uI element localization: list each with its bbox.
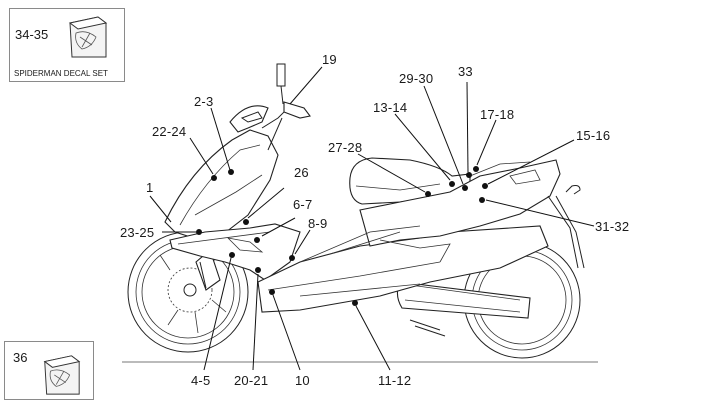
callout-2-3: 2-3 — [194, 94, 214, 109]
callout-11-12: 11-12 — [378, 373, 412, 388]
callout-31-32: 31-32 — [595, 219, 630, 234]
callout-17-18: 17-18 — [480, 107, 515, 122]
decal-set-icon — [68, 16, 108, 58]
decal-set-icon — [43, 355, 81, 395]
callout-23-25: 23-25 — [120, 225, 155, 240]
callout-4-5: 4-5 — [191, 373, 211, 388]
callout-13-14: 13-14 — [373, 100, 408, 115]
callout-8-9: 8-9 — [308, 216, 328, 231]
callout-leaders — [149, 66, 595, 371]
kit-number: 34-35 — [15, 27, 49, 42]
callout-6-7: 6-7 — [293, 197, 313, 212]
callout-15-16: 15-16 — [576, 128, 611, 143]
callout-20-21: 20-21 — [234, 373, 269, 388]
decal-kit-box-34-35: 34-35 SPIDERMAN DECAL SET — [9, 8, 125, 82]
callout-27-28: 27-28 — [328, 140, 363, 155]
kit-number: 36 — [13, 350, 28, 365]
callout-10: 10 — [295, 373, 310, 388]
kit-caption: SPIDERMAN DECAL SET — [14, 69, 108, 78]
callout-26: 26 — [294, 165, 309, 180]
callout-1: 1 — [146, 180, 154, 195]
callout-22-24: 22-24 — [152, 124, 187, 139]
decal-kit-box-36: 36 — [4, 341, 94, 400]
callout-29-30: 29-30 — [399, 71, 434, 86]
body-fairing — [164, 63, 585, 313]
callout-19: 19 — [322, 52, 337, 67]
callout-33: 33 — [458, 64, 473, 79]
